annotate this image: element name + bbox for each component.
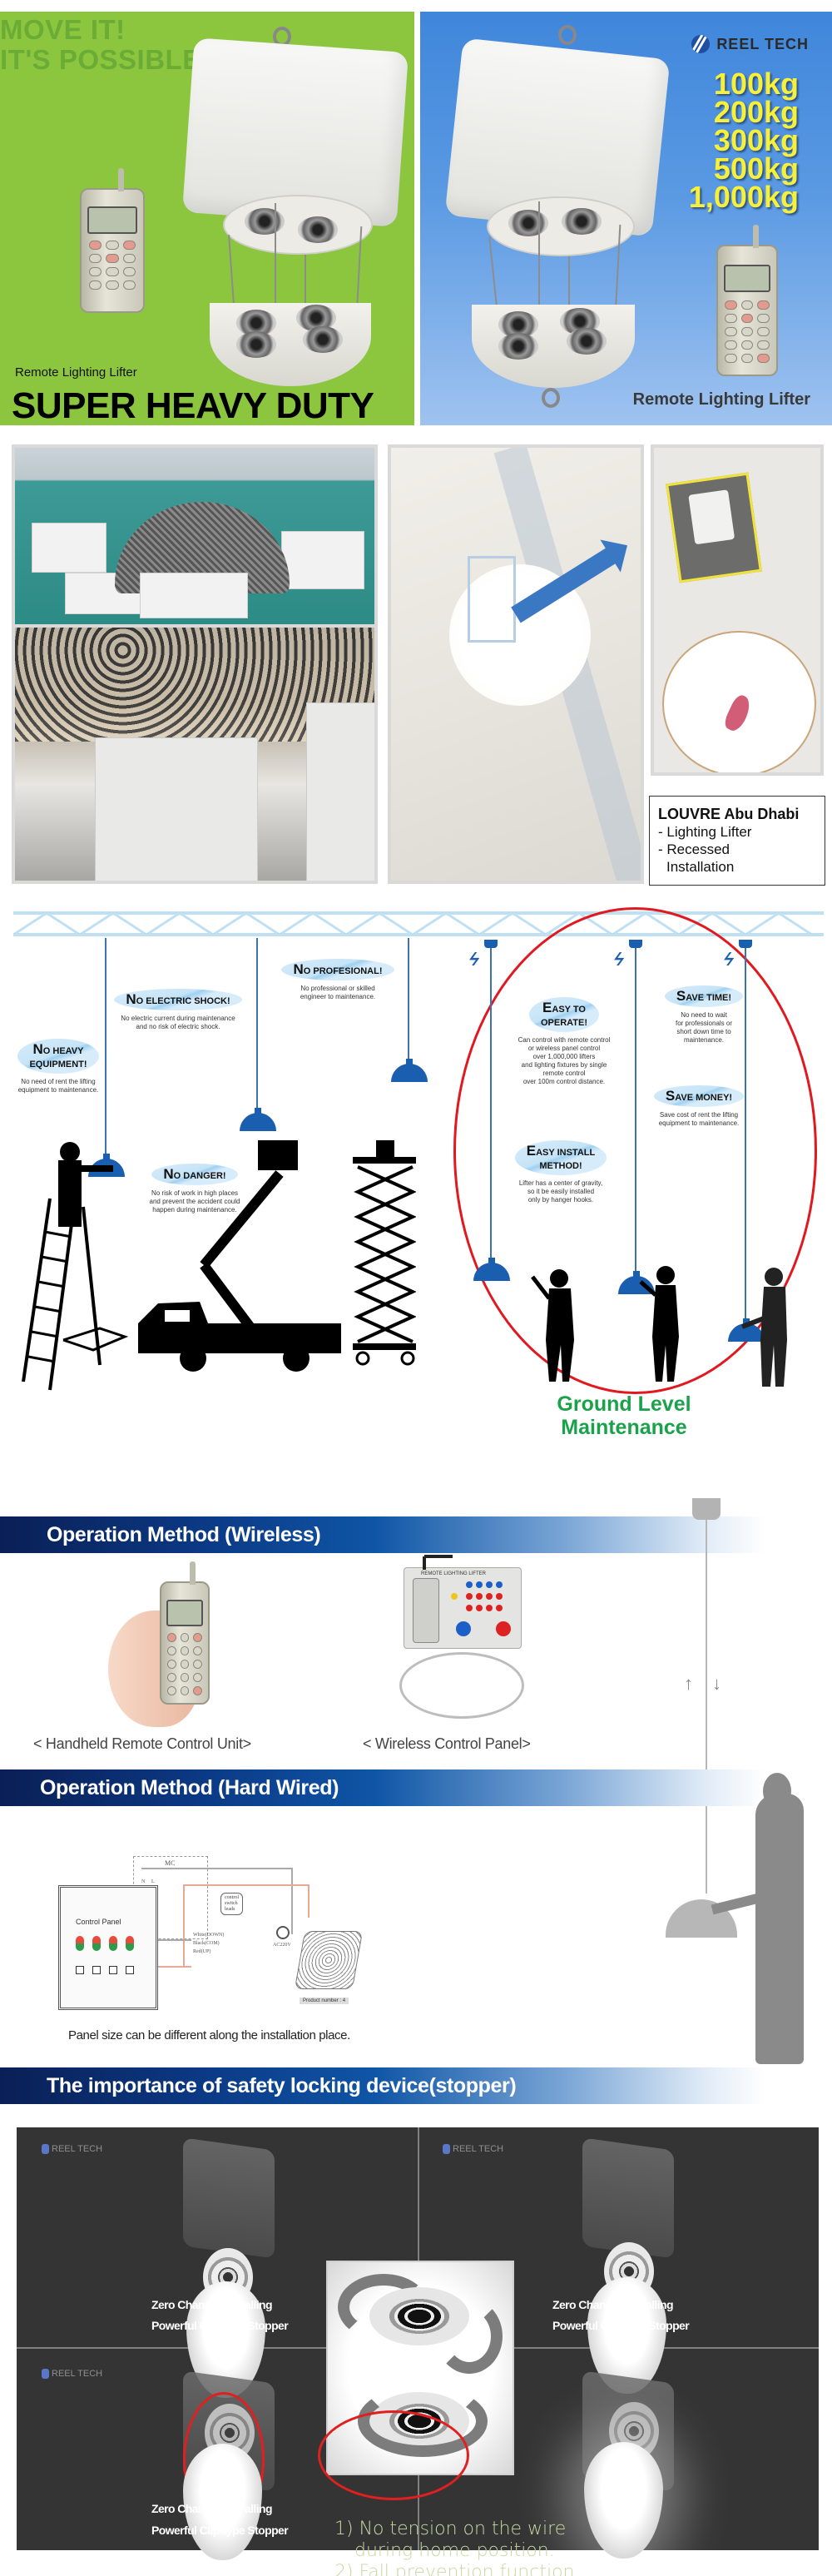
louvre-interior-photo bbox=[12, 624, 378, 884]
cell-caption-line1: Zero Chances of Falling bbox=[552, 2298, 673, 2311]
cell-caption-line1: Zero Chances of Falling bbox=[151, 2502, 272, 2515]
safety-note-1-cont: during home position. bbox=[354, 2540, 555, 2561]
wireless-control-panel-image: REMOTE LIGHTING LIFTER bbox=[404, 1555, 522, 1649]
reel-tech-logo-icon bbox=[691, 35, 711, 53]
grey-person-silhouette bbox=[755, 1794, 804, 2064]
arrow-up-icon: ↑ bbox=[684, 1673, 693, 1694]
cell-caption-line2: Powerful Clip-type Stopper bbox=[552, 2319, 690, 2332]
ground-level-people-silhouettes bbox=[531, 1266, 787, 1387]
brand-logo: REEL TECH bbox=[691, 35, 809, 53]
capacity-300kg: 300kg bbox=[713, 123, 799, 157]
hero-right-caption: Remote Lighting Lifter bbox=[632, 390, 810, 409]
woman-with-remote-silhouette bbox=[531, 1269, 574, 1382]
conventional-maintenance-silhouettes bbox=[22, 1140, 416, 1391]
lamp-shade-icon bbox=[618, 1271, 655, 1294]
section-title: The importance of safety locking device(… bbox=[47, 2074, 517, 2097]
ladder-worker-silhouette bbox=[22, 1142, 129, 1391]
brand-name: REEL TECH bbox=[716, 35, 809, 52]
ground-level-maintenance-label: Ground Level Maintenance bbox=[557, 1392, 691, 1439]
lamp-shade-icon bbox=[240, 1108, 276, 1131]
hardwired-wiring-diagram: MC N L Control Panel White(DOWN) Black(C… bbox=[58, 1856, 366, 2023]
hero-banner-green: MOVE IT! IT'S POSSIBLE bbox=[0, 12, 414, 425]
louvre-line: Installation bbox=[666, 859, 735, 875]
man-touching-lamp-silhouette bbox=[740, 1268, 787, 1387]
louvre-pendant-photo bbox=[388, 444, 644, 884]
wireless-panel-caption: < Wireless Control Panel> bbox=[363, 1735, 531, 1752]
ceiling-mount-icon bbox=[692, 1498, 721, 1520]
remote-control-image bbox=[80, 168, 145, 313]
capacity-100kg: 100kg bbox=[713, 67, 799, 101]
safety-notes: 1) No tension on the wire during home po… bbox=[334, 2519, 574, 2576]
cell-brand: REEL TECH bbox=[42, 2369, 102, 2379]
remote-control-image bbox=[716, 225, 778, 376]
capacity-list: 100kg 200kg 300kg 500kg 1,000kg bbox=[688, 67, 799, 214]
arrow-down-icon: ↓ bbox=[712, 1673, 721, 1694]
cell-caption-line2: Powerful Clip-type Stopper bbox=[151, 2319, 289, 2332]
scissor-lift-silhouette bbox=[353, 1140, 416, 1366]
section-header-safety: The importance of safety locking device(… bbox=[0, 2067, 832, 2104]
louvre-aerial-photo bbox=[12, 444, 378, 628]
panel-title: REMOTE LIGHTING LIFTER bbox=[421, 1571, 487, 1576]
pendant-disc bbox=[662, 631, 816, 772]
stopper-highlight-circle bbox=[318, 2410, 469, 2500]
louvre-line: - Lighting Lifter bbox=[658, 824, 752, 840]
badge-no-professional: NO PROFESIONAL! No professional or skill… bbox=[280, 959, 396, 1001]
capacity-1000kg: 1,000kg bbox=[688, 180, 799, 214]
safety-note-1: 1) No tension on the wire bbox=[334, 2519, 567, 2539]
cell-brand: REEL TECH bbox=[443, 2144, 503, 2154]
louvre-detail-photo bbox=[651, 444, 824, 776]
section-header-hardwired: Operation Method (Hard Wired) bbox=[0, 1769, 832, 1806]
hero-subtitle: Remote Lighting Lifter bbox=[15, 365, 137, 380]
lifter-wire bbox=[706, 1519, 707, 1894]
cell-caption-line2: Powerful Clip-type Stopper bbox=[151, 2524, 289, 2537]
cell-caption-line1: Zero Chances of Falling bbox=[151, 2298, 272, 2311]
bucket-truck-silhouette bbox=[138, 1140, 341, 1372]
woman-reaching-lamp-silhouette bbox=[639, 1266, 679, 1382]
lamp-shade-icon bbox=[473, 1258, 510, 1281]
section-header-wireless: Operation Method (Wireless) bbox=[0, 1516, 832, 1553]
hero-banner-blue: REEL TECH 100kg 200kg 300kg 500kg 1,000k… bbox=[420, 12, 832, 425]
capacity-200kg: 200kg bbox=[713, 95, 799, 129]
handheld-remote-image bbox=[160, 1561, 210, 1705]
slogan-line-2: IT'S POSSIBLE bbox=[0, 44, 201, 75]
hero-headline: SUPER HEAVY DUTY bbox=[12, 385, 374, 426]
panel-size-note: Panel size can be different along the in… bbox=[68, 2028, 350, 2042]
lamp-shade-icon bbox=[728, 1318, 765, 1342]
reel-tech-logo-icon bbox=[443, 2144, 450, 2154]
capacity-500kg: 500kg bbox=[713, 151, 799, 186]
lifter-recess-highlight bbox=[666, 472, 762, 583]
cell-brand: REEL TECH bbox=[42, 2144, 102, 2154]
section-title: Operation Method (Wireless) bbox=[47, 1523, 321, 1546]
handheld-remote-caption: < Handheld Remote Control Unit> bbox=[33, 1735, 251, 1752]
lamp-shade-icon bbox=[391, 1059, 428, 1082]
badge-no-danger: NO DANGER! No risk of work in high place… bbox=[145, 1164, 245, 1214]
safety-stopper-panel: REEL TECH Zero Chances of Falling Powerf… bbox=[17, 2127, 819, 2576]
reel-tech-logo-icon bbox=[42, 2144, 49, 2154]
lifter-benefits-highlight bbox=[453, 907, 817, 1394]
control-panel-label: Control Panel bbox=[76, 1918, 121, 1926]
power-cord-image bbox=[399, 1652, 524, 1719]
lifter-motor-drawing bbox=[294, 1931, 364, 1989]
slogan-line-1: MOVE IT! bbox=[0, 14, 126, 45]
louvre-title: LOUVRE Abu Dhabi bbox=[658, 806, 800, 822]
product-number-label: Product number : 4 bbox=[300, 1998, 349, 2004]
louvre-line: - Recessed bbox=[658, 841, 730, 857]
safety-note-2: 2) Fall prevention function bbox=[334, 2562, 575, 2576]
badge-save-money: SAVE MONEY! Save cost of rent the liftin… bbox=[649, 1085, 749, 1128]
section-title: Operation Method (Hard Wired) bbox=[40, 1776, 339, 1799]
power-plug-icon bbox=[276, 1926, 290, 1939]
louvre-caption-box: LOUVRE Abu Dhabi - Lighting Lifter - Rec… bbox=[649, 796, 825, 886]
badge-no-electric-shock: NO ELECTRIC SHOCK! No electric current d… bbox=[111, 989, 245, 1031]
reel-tech-logo-icon bbox=[42, 2369, 49, 2379]
wireless-signal-icon: ϟ bbox=[465, 949, 483, 970]
